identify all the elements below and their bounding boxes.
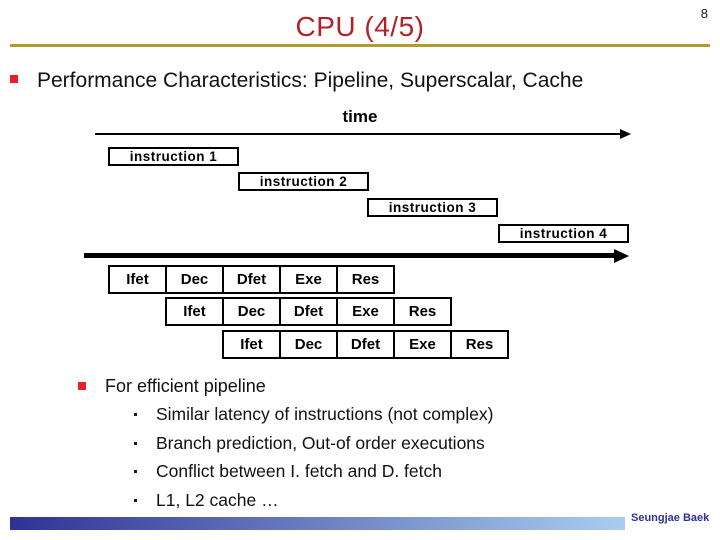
list-item-text: L1, L2 cache … <box>156 490 279 510</box>
pipeline-row-1: Ifet Dec Dfet Exe Res <box>108 265 395 294</box>
stage-cell: Ifet <box>222 330 281 359</box>
stage-cell: Dfet <box>279 297 338 326</box>
stage-cell: Dec <box>165 265 224 294</box>
time-axis-line <box>95 133 622 135</box>
time-axis-label: time <box>342 107 378 126</box>
efficient-pipeline-bullet: For efficient pipeline <box>78 375 266 397</box>
stage-cell: Res <box>336 265 395 294</box>
list-item-text: Branch prediction, Out-of order executio… <box>156 433 485 453</box>
author-name: Seungjae Baek <box>631 512 710 524</box>
list-item: Conflict between I. fetch and D. fetch <box>134 461 442 482</box>
page-title: CPU (4/5) <box>295 11 425 42</box>
bullet-square-icon <box>78 382 86 390</box>
sub-bullet-icon <box>134 413 137 416</box>
stage-cell: Exe <box>279 265 338 294</box>
pipeline-axis-line <box>84 253 616 258</box>
stage-cell: Exe <box>393 330 452 359</box>
stage-cell: Ifet <box>108 265 167 294</box>
stage-cell: Dec <box>279 330 338 359</box>
footer-gradient-bar <box>10 517 625 530</box>
instruction-4-box: instruction 4 <box>498 224 629 243</box>
main-bullet-text: Performance Characteristics: Pipeline, S… <box>37 69 584 92</box>
pipeline-axis-arrowhead-icon <box>614 249 629 263</box>
stage-cell: Dec <box>222 297 281 326</box>
list-item: Branch prediction, Out-of order executio… <box>134 433 485 454</box>
list-item: Similar latency of instructions (not com… <box>134 404 493 425</box>
instruction-2-box: instruction 2 <box>238 172 369 191</box>
sub-bullet-icon <box>134 470 137 473</box>
title-divider <box>10 44 710 47</box>
list-item-text: Conflict between I. fetch and D. fetch <box>156 461 442 481</box>
stage-cell: Dfet <box>336 330 395 359</box>
list-item: L1, L2 cache … <box>134 490 279 511</box>
page-number: 8 <box>700 6 708 21</box>
instruction-3-box: instruction 3 <box>367 198 498 217</box>
list-item-text: Similar latency of instructions (not com… <box>156 404 494 424</box>
stage-cell: Ifet <box>165 297 224 326</box>
efficient-pipeline-text: For efficient pipeline <box>105 376 266 396</box>
sub-bullet-icon <box>134 442 137 445</box>
time-axis-arrowhead-icon <box>620 129 631 139</box>
stage-cell: Dfet <box>222 265 281 294</box>
stage-cell: Res <box>393 297 452 326</box>
pipeline-row-3: Ifet Dec Dfet Exe Res <box>222 330 509 359</box>
sub-bullet-icon <box>134 499 137 502</box>
bullet-square-icon <box>10 75 18 83</box>
pipeline-row-2: Ifet Dec Dfet Exe Res <box>165 297 452 326</box>
instruction-1-box: instruction 1 <box>108 147 239 166</box>
stage-cell: Res <box>450 330 509 359</box>
stage-cell: Exe <box>336 297 395 326</box>
main-bullet: Performance Characteristics: Pipeline, S… <box>10 68 583 94</box>
